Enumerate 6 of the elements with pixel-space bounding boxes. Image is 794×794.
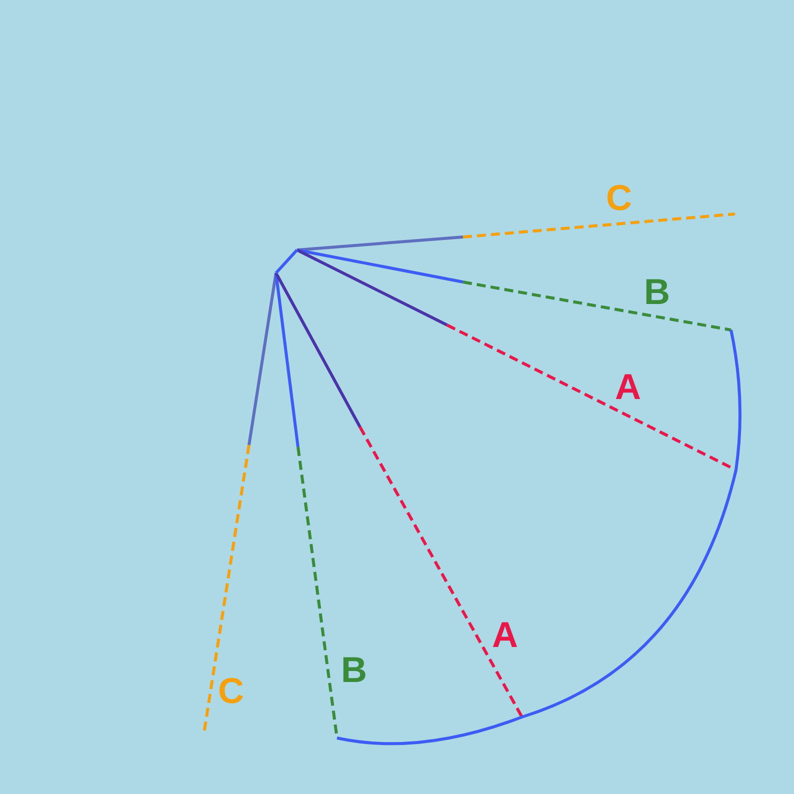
segment-label: B bbox=[341, 652, 367, 688]
segment-label: A bbox=[615, 369, 641, 405]
segment-label: C bbox=[218, 673, 244, 709]
segment-label: B bbox=[644, 274, 670, 310]
segment-label: A bbox=[492, 617, 518, 653]
segment-label: C bbox=[606, 180, 632, 216]
